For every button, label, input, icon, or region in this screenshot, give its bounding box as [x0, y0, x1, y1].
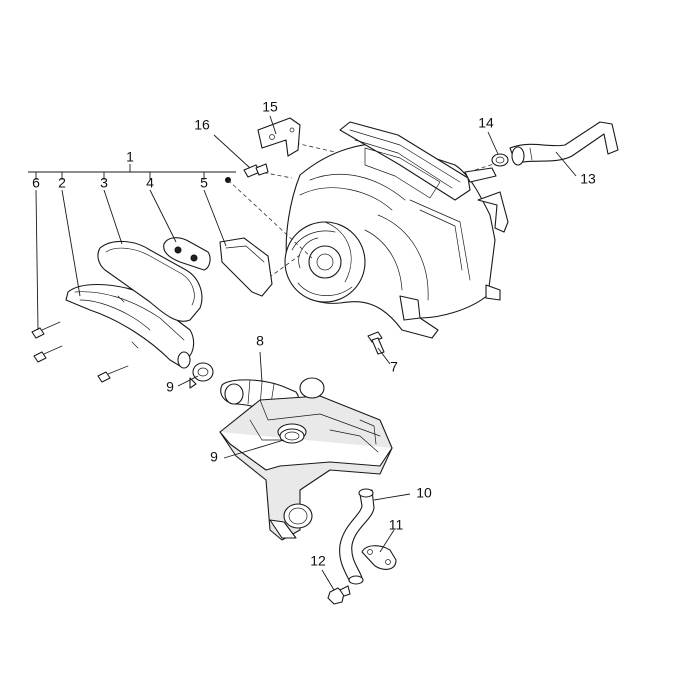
callout-16: 16 — [194, 117, 210, 133]
part-9-clamp-upper — [189, 362, 214, 389]
part-9-clamp-lower — [279, 428, 305, 444]
part-16-screw — [243, 163, 269, 178]
part-3-gasket — [97, 240, 203, 322]
fan-housing — [284, 121, 509, 339]
leader-lines — [35, 115, 577, 591]
part-14-clamp — [491, 153, 509, 167]
callout-10: 10 — [416, 485, 432, 501]
callout-14: 14 — [478, 115, 494, 131]
callout-13: 13 — [580, 171, 596, 187]
callout-9-upper: 9 — [166, 379, 174, 395]
part-2-cover — [65, 284, 195, 369]
callout-8: 8 — [256, 333, 264, 349]
callout-7: 7 — [390, 359, 398, 375]
part-12-bolt — [327, 585, 351, 605]
callout-4: 4 — [146, 175, 154, 191]
air-box — [219, 377, 393, 541]
callout-1: 1 — [126, 149, 134, 165]
callout-5: 5 — [200, 175, 208, 191]
callout-3: 3 — [100, 175, 108, 191]
part-5-pad — [219, 237, 273, 297]
callout-9-lower: 9 — [210, 449, 218, 465]
part-10-pipe — [339, 488, 375, 585]
part-6-screws — [31, 321, 129, 383]
callout-2: 2 — [58, 175, 66, 191]
callout-15: 15 — [262, 99, 278, 115]
callout-6: 6 — [32, 175, 40, 191]
part-15-bracket — [257, 117, 301, 157]
part-11-flange-gasket — [361, 545, 397, 570]
callout-11: 11 — [389, 517, 404, 533]
part-4-grommet — [163, 237, 211, 271]
part-7-screw — [367, 331, 385, 355]
callout-12: 12 — [310, 553, 326, 569]
callout-labels: 1 2 3 4 5 6 7 8 9 9 10 11 12 13 14 15 16 — [32, 99, 596, 569]
part-13-hose — [509, 121, 619, 166]
